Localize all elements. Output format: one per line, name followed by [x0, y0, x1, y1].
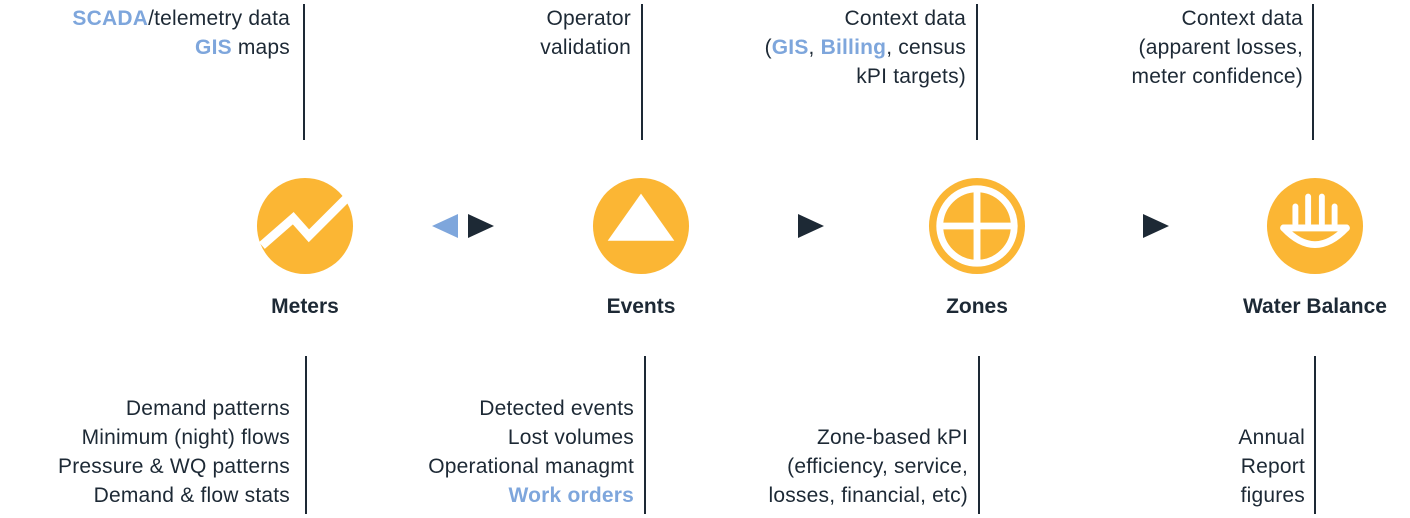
inputs-text: Context data: [844, 7, 966, 30]
stage-name-meters: Meters: [271, 295, 339, 318]
inputs-line: kPI targets): [765, 62, 966, 91]
outputs-line: Demand patterns: [58, 394, 290, 423]
inputs-text: kPI targets): [856, 65, 966, 88]
inputs-line: (GIS, Billing, census: [765, 33, 966, 62]
outputs-text: Demand & flow stats: [93, 484, 290, 507]
inputs-line: meter confidence): [1132, 62, 1303, 91]
events-input-divider: [641, 4, 643, 140]
outputs-text: Annual: [1238, 426, 1305, 449]
stage-name-water-balance: Water Balance: [1243, 295, 1387, 318]
outputs-line: Demand & flow stats: [58, 481, 290, 510]
inputs-text: meter confidence): [1131, 65, 1303, 88]
outputs-text: Minimum (night) flows: [81, 426, 290, 449]
outputs-line: Zone-based kPI: [768, 423, 968, 452]
outputs-text: Pressure & WQ patterns: [58, 455, 290, 478]
outputs-text: Lost volumes: [507, 426, 634, 449]
highlight-term: GIS: [195, 36, 232, 59]
highlight-term: GIS: [771, 36, 809, 59]
outputs-text: Zone-based kPI: [816, 426, 968, 449]
zones-output-divider: [978, 356, 980, 514]
inputs-text: ,: [808, 36, 821, 59]
inputs-text: /telemetry data: [148, 7, 290, 30]
outputs-line: Annual: [1238, 423, 1305, 452]
outputs-text: losses, financial, etc): [768, 484, 968, 507]
stage-events: Events: [541, 177, 741, 319]
bidirectional-arrow-icon: [432, 214, 494, 238]
events-inputs: Operator validation: [540, 4, 631, 62]
outputs-line: Report: [1238, 452, 1305, 481]
inputs-line: (apparent losses,: [1132, 33, 1303, 62]
triangle-icon: [592, 177, 690, 275]
zones-inputs: Context data (GIS, Billing, census kPI tar…: [765, 4, 966, 91]
outputs-text: Detected events: [479, 397, 634, 420]
zones-input-divider: [976, 4, 978, 140]
inputs-line: Context data: [765, 4, 966, 33]
outputs-line: Work orders: [428, 481, 634, 510]
inputs-text: Context data: [1181, 7, 1303, 30]
water-balance-inputs: Context data (apparent losses, meter confi…: [1132, 4, 1303, 91]
outputs-text: figures: [1240, 484, 1305, 507]
inputs-text: validation: [540, 36, 631, 59]
outputs-text: Demand patterns: [125, 397, 290, 420]
inputs-text: Operator: [546, 7, 631, 30]
stage-name-zones: Zones: [946, 295, 1008, 318]
outputs-line: Operational managmt: [428, 452, 634, 481]
inputs-text: , census: [886, 36, 966, 59]
basin-icon: [1266, 177, 1364, 275]
outputs-line: losses, financial, etc): [768, 481, 968, 510]
outputs-text: Operational managmt: [428, 455, 634, 478]
inputs-line: Context data: [1132, 4, 1303, 33]
zones-outputs: Zone-based kPI (efficiency, service, losse…: [768, 423, 968, 510]
outputs-line: Pressure & WQ patterns: [58, 452, 290, 481]
outputs-line: (efficiency, service,: [768, 452, 968, 481]
outputs-text: (efficiency, service,: [787, 455, 968, 478]
events-output-divider: [644, 356, 646, 514]
stage-name-events: Events: [606, 295, 676, 318]
outputs-line: Lost volumes: [428, 423, 634, 452]
outputs-line: figures: [1238, 481, 1305, 510]
right-arrow-icon: [798, 214, 824, 238]
stage-zones: Zones: [877, 177, 1077, 319]
outputs-line: Minimum (night) flows: [58, 423, 290, 452]
inputs-line: validation: [540, 33, 631, 62]
trend-line-icon: [256, 177, 354, 275]
water-balance-output-divider: [1314, 356, 1316, 514]
inputs-line: SCADA/telemetry data: [72, 4, 290, 33]
highlight-term: Billing: [820, 36, 887, 59]
inputs-text: (apparent losses,: [1138, 36, 1303, 59]
stage-meters: Meters: [205, 177, 405, 319]
inputs-line: GIS maps: [72, 33, 290, 62]
outputs-text: Report: [1240, 455, 1305, 478]
inputs-line: Operator: [540, 4, 631, 33]
stage-water-balance: Water Balance: [1215, 177, 1410, 319]
inputs-text: maps: [231, 36, 290, 59]
highlight-term: Work orders: [508, 484, 634, 507]
inputs-text: (: [764, 36, 772, 59]
outputs-line: Detected events: [428, 394, 634, 423]
water-balance-input-divider: [1312, 4, 1314, 140]
meters-output-divider: [305, 356, 307, 514]
crosshair-icon: [928, 177, 1026, 275]
highlight-term: SCADA: [72, 7, 149, 30]
right-arrow-icon: [1143, 214, 1169, 238]
meters-input-divider: [303, 4, 305, 140]
